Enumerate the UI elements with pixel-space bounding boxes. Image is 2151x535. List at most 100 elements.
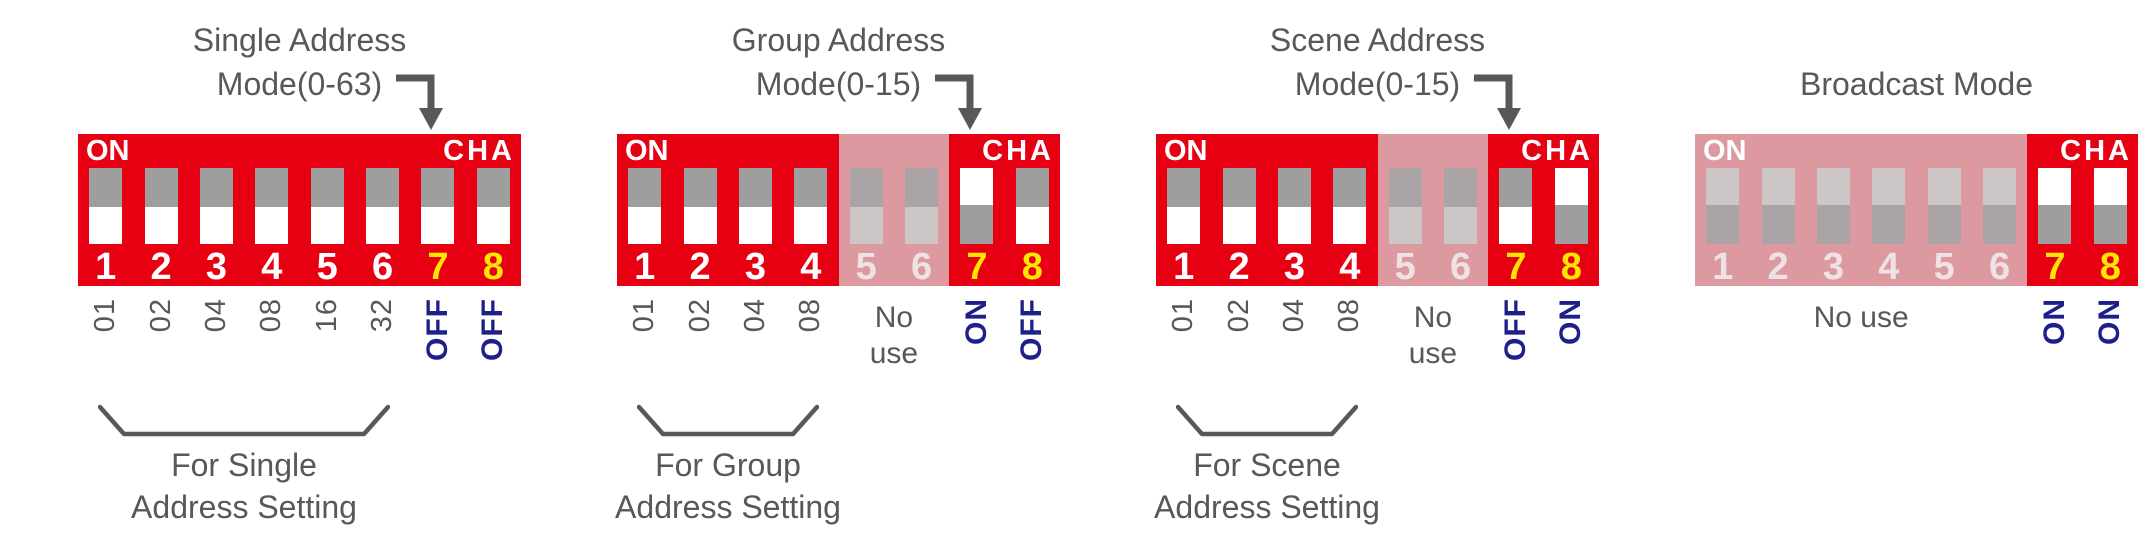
dip-switch-6: [355, 168, 410, 244]
dip-switch-6: [1972, 168, 2027, 244]
switch-track: [1554, 168, 1588, 244]
switch-label: OFF: [1488, 292, 1543, 404]
switch-track: [1277, 168, 1311, 244]
no-use-line: No: [874, 301, 914, 334]
switch-label: 04: [1267, 292, 1322, 404]
bracket: [1176, 404, 1358, 437]
switch-handle: [1927, 168, 1961, 205]
switch-handle: [1554, 168, 1588, 205]
dip-switch-4: [244, 168, 299, 244]
panel-title-line: Broadcast Mode: [1799, 66, 2033, 102]
dip-top-row: ON CHA: [617, 134, 1060, 167]
switch-number: 7: [966, 246, 988, 288]
dip-switch-7: [410, 168, 465, 244]
switch-label: 02: [1211, 292, 1266, 404]
switch-track: [628, 168, 662, 244]
switch-number: 8: [1560, 246, 1582, 288]
switch-label: OFF: [466, 292, 521, 404]
switch-handle: [628, 207, 662, 244]
switch-number: 3: [744, 246, 766, 288]
caption-line: Address Setting: [615, 489, 841, 525]
switch-number: 4: [800, 246, 822, 288]
switch-track: [199, 168, 233, 244]
dip-switch-6: [1433, 168, 1488, 244]
cha-label: CHA: [982, 135, 1054, 167]
caption-line: Address Setting: [131, 489, 357, 525]
switch-handle: [738, 207, 772, 244]
switch-number: 6: [910, 246, 933, 288]
cha-label: CHA: [1521, 135, 1593, 167]
dip-switch-4: [783, 168, 838, 244]
switch-handle: [2093, 168, 2127, 205]
dip-switch-8: [1544, 168, 1599, 244]
switch-label: 01: [1156, 292, 1211, 404]
switch-handle: [310, 207, 344, 244]
switch-track: [310, 168, 344, 244]
switch-track: [849, 168, 883, 244]
switch-number: 1: [634, 246, 656, 288]
switch-number: 8: [2099, 246, 2121, 288]
bracket-wrap: [1156, 404, 1378, 442]
switch-number: 5: [855, 246, 877, 288]
switch-track: [255, 168, 289, 244]
no-use-line: No: [1413, 301, 1453, 334]
switch-label: ON: [2027, 292, 2082, 404]
switch-handle: [683, 207, 717, 244]
elbow-arrow-icon: [396, 74, 443, 130]
no-use-label: No use: [1695, 292, 2027, 404]
switch-number: 4: [261, 246, 283, 288]
no-use-line: No use: [1813, 301, 1909, 334]
switch-track: [1444, 168, 1478, 244]
switch-number: 5: [316, 246, 338, 288]
switch-handle: [1706, 168, 1740, 205]
caption: For Single Address Setting: [78, 444, 410, 528]
switch-label: 16: [300, 292, 355, 404]
switch-track: [1816, 168, 1850, 244]
dip-switch-5: [839, 168, 894, 244]
state-label: ON: [2093, 298, 2127, 345]
dip-switch-6: [894, 168, 949, 244]
state-label: OFF: [476, 298, 510, 361]
value-label: 08: [255, 298, 288, 333]
switch-label: ON: [1544, 292, 1599, 404]
switch-track: [89, 168, 123, 244]
switch-handle: [421, 207, 455, 244]
switch-track: [1499, 168, 1533, 244]
switch-handle: [1761, 168, 1795, 205]
switch-label: 01: [78, 292, 133, 404]
switch-label: 01: [617, 292, 672, 404]
value-label: 32: [366, 298, 399, 333]
state-label: OFF: [1015, 298, 1049, 361]
switch-label: 04: [189, 292, 244, 404]
state-label: ON: [2037, 298, 2071, 345]
switch-row: [1156, 166, 1599, 246]
switch-label: 04: [728, 292, 783, 404]
switch-row: [1695, 166, 2138, 246]
switch-row: [78, 166, 521, 246]
caption: For Group Address Setting: [615, 444, 841, 528]
no-use-overlay: [1695, 134, 2028, 286]
dip-switch-1: [1156, 168, 1211, 244]
dip-switch-2: [1750, 168, 1805, 244]
switch-label: ON: [949, 292, 1004, 404]
dip-switch-1: [617, 168, 672, 244]
dip-switch-3: [1267, 168, 1322, 244]
switch-number: 1: [95, 246, 117, 288]
switch-track: [683, 168, 717, 244]
panel-title: Broadcast Mode: [1695, 6, 2138, 134]
on-label: ON: [625, 135, 669, 167]
switch-handle: [1167, 207, 1201, 244]
bracket: [98, 404, 390, 437]
value-label: 16: [310, 298, 343, 333]
dip-switch-5: [300, 168, 355, 244]
switch-track: [1761, 168, 1795, 244]
bracket-wrap: [78, 404, 410, 442]
